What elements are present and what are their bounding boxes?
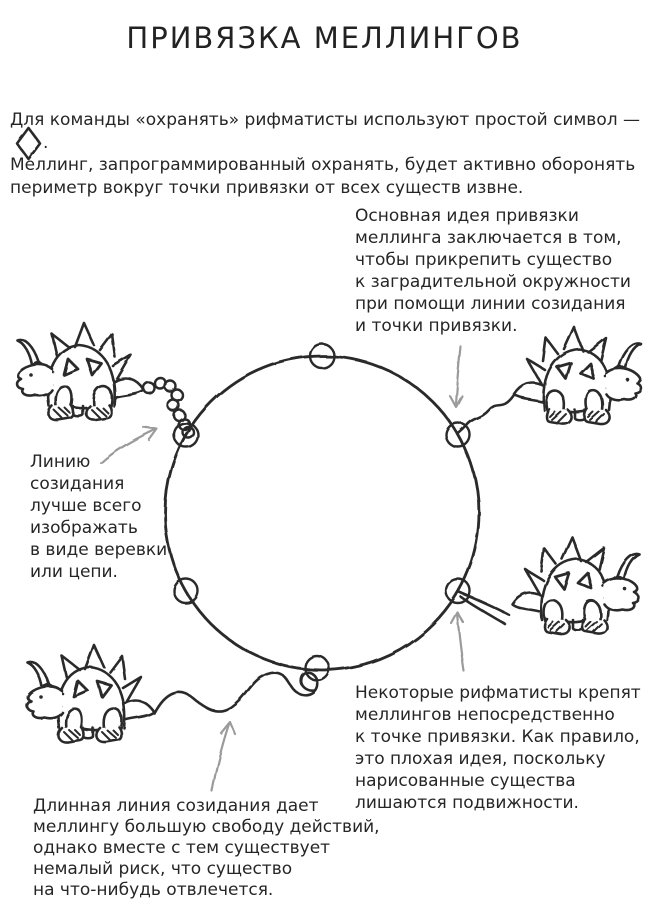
arrow-to-upper-right-binding-icon [448,345,464,409]
creation-rope-top-right [456,393,516,436]
binding-point-lower-right [444,577,472,605]
arrow-to-lower-right-binding-icon [449,610,466,673]
chalkling-bottom-right [510,535,641,636]
binding-point-upper-left [172,421,200,449]
creation-rope-bottom-left [152,671,319,715]
intro-line3-text: периметр вокруг точки привязки от всех с… [10,177,524,198]
arrow-to-long-rope-icon [210,720,237,793]
warding-circle [163,354,481,672]
binding-point-lower-left [172,577,200,605]
intro-line1-period: . [43,132,49,153]
chalkling-bottom-left [25,643,156,744]
annotation-direct-binding: Некоторые рифматисты крепят меллингов не… [355,683,641,813]
creation-chain [142,376,195,439]
annotation-binding-idea: Основная идея привязки меллинга заключае… [355,206,631,336]
intro-line2-text: Меллинг, запрограммированный охранять, б… [10,155,636,175]
arrow-to-chain-icon [99,425,159,465]
intro-paragraph: Для команды «охранять» рифматисты исполь… [10,109,646,199]
chalkling-top-left [15,321,146,422]
chalkling-top-right [512,325,643,426]
binding-point-upper-right [444,421,472,449]
direct-binding-line [457,590,511,626]
annotation-long-line: Длинная линия созидания дает меллингу бо… [33,796,380,900]
annotation-rope-or-chain: Линию созидания лучше всего изображать в… [30,452,168,582]
page-title: ПРИВЯЗКА МЕЛЛИНГОВ [126,21,523,56]
binding-point-top [308,342,336,370]
intro-line1-text: Для команды «охранять» рифматисты исполь… [10,110,640,130]
